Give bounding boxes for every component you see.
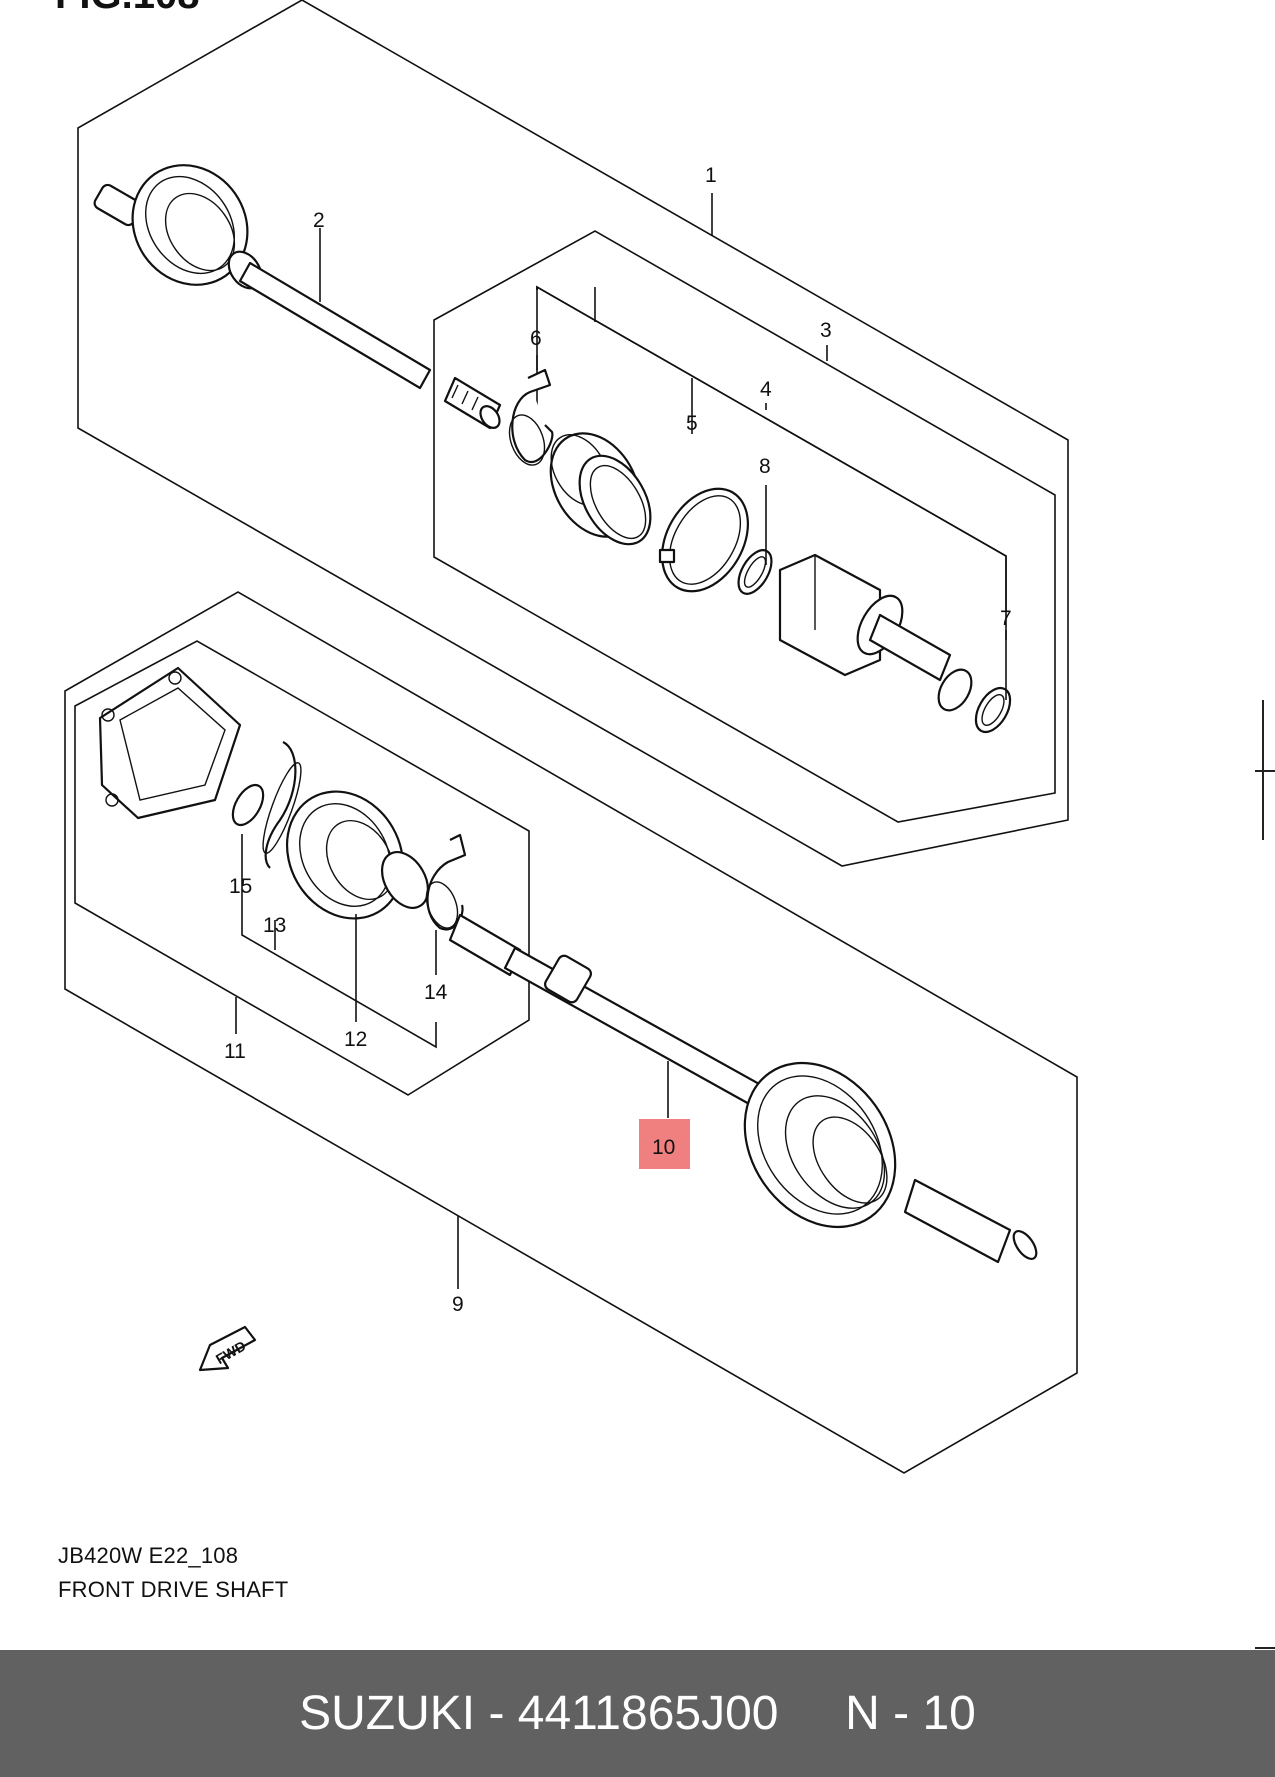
part-12-boot [285, 790, 430, 920]
callout-13[interactable]: 13 [263, 914, 286, 937]
callout-1[interactable]: 1 [705, 164, 717, 187]
diagram-title: FRONT DRIVE SHAFT [58, 1577, 289, 1602]
callout-12[interactable]: 12 [344, 1028, 367, 1051]
assembly-9-outline [64, 591, 1078, 1474]
exploded-parts-diagram: FIG.108 [55, 0, 1078, 1474]
assembly-3-outline [433, 230, 1056, 823]
callout-10-highlight [639, 1119, 690, 1169]
callout-15[interactable]: 15 [229, 875, 252, 898]
part-4-clamp [658, 487, 749, 593]
page-edge-tick [1255, 1647, 1275, 1649]
part-6-clip [508, 368, 554, 466]
part-10-shaft [448, 913, 1038, 1264]
part-7-joint [778, 553, 973, 712]
part-8-snapring [737, 549, 773, 595]
figure-label: FIG.108 [55, 0, 200, 17]
forward-arrow-icon: FWD [198, 1325, 257, 1372]
callout-6[interactable]: 6 [530, 327, 542, 350]
assembly-11-outline [74, 640, 530, 1096]
callout-10[interactable]: 10 [652, 1136, 675, 1159]
footer-bar: SUZUKI - 4411865J00 N - 10 [0, 1650, 1275, 1777]
part-13-clamp [262, 741, 302, 869]
part-2-shaft [93, 164, 502, 430]
diagram-code: JB420W E22_108 [58, 1543, 239, 1568]
callout-8[interactable]: 8 [759, 455, 771, 478]
assembly-1-outline [77, 0, 1069, 867]
callout-11[interactable]: 11 [224, 1040, 246, 1063]
callout-7[interactable]: 7 [1000, 607, 1012, 630]
callouts: 1 2 3 4 5 6 7 8 9 10 11 12 13 14 15 [224, 164, 1012, 1316]
part-15-housing [98, 666, 265, 827]
callout-4[interactable]: 4 [760, 378, 772, 401]
part-7-ring [974, 686, 1012, 734]
part-5-boot [549, 432, 652, 546]
part-number-label: SUZUKI - 4411865J00 N - 10 [299, 1687, 976, 1740]
callout-5[interactable]: 5 [686, 412, 698, 435]
callout-2[interactable]: 2 [313, 209, 325, 232]
callout-14[interactable]: 14 [424, 981, 448, 1004]
leader-lines [235, 193, 1007, 1289]
callout-9[interactable]: 9 [452, 1293, 464, 1316]
page-edge-tick [1255, 770, 1275, 772]
callout-3[interactable]: 3 [820, 319, 832, 342]
